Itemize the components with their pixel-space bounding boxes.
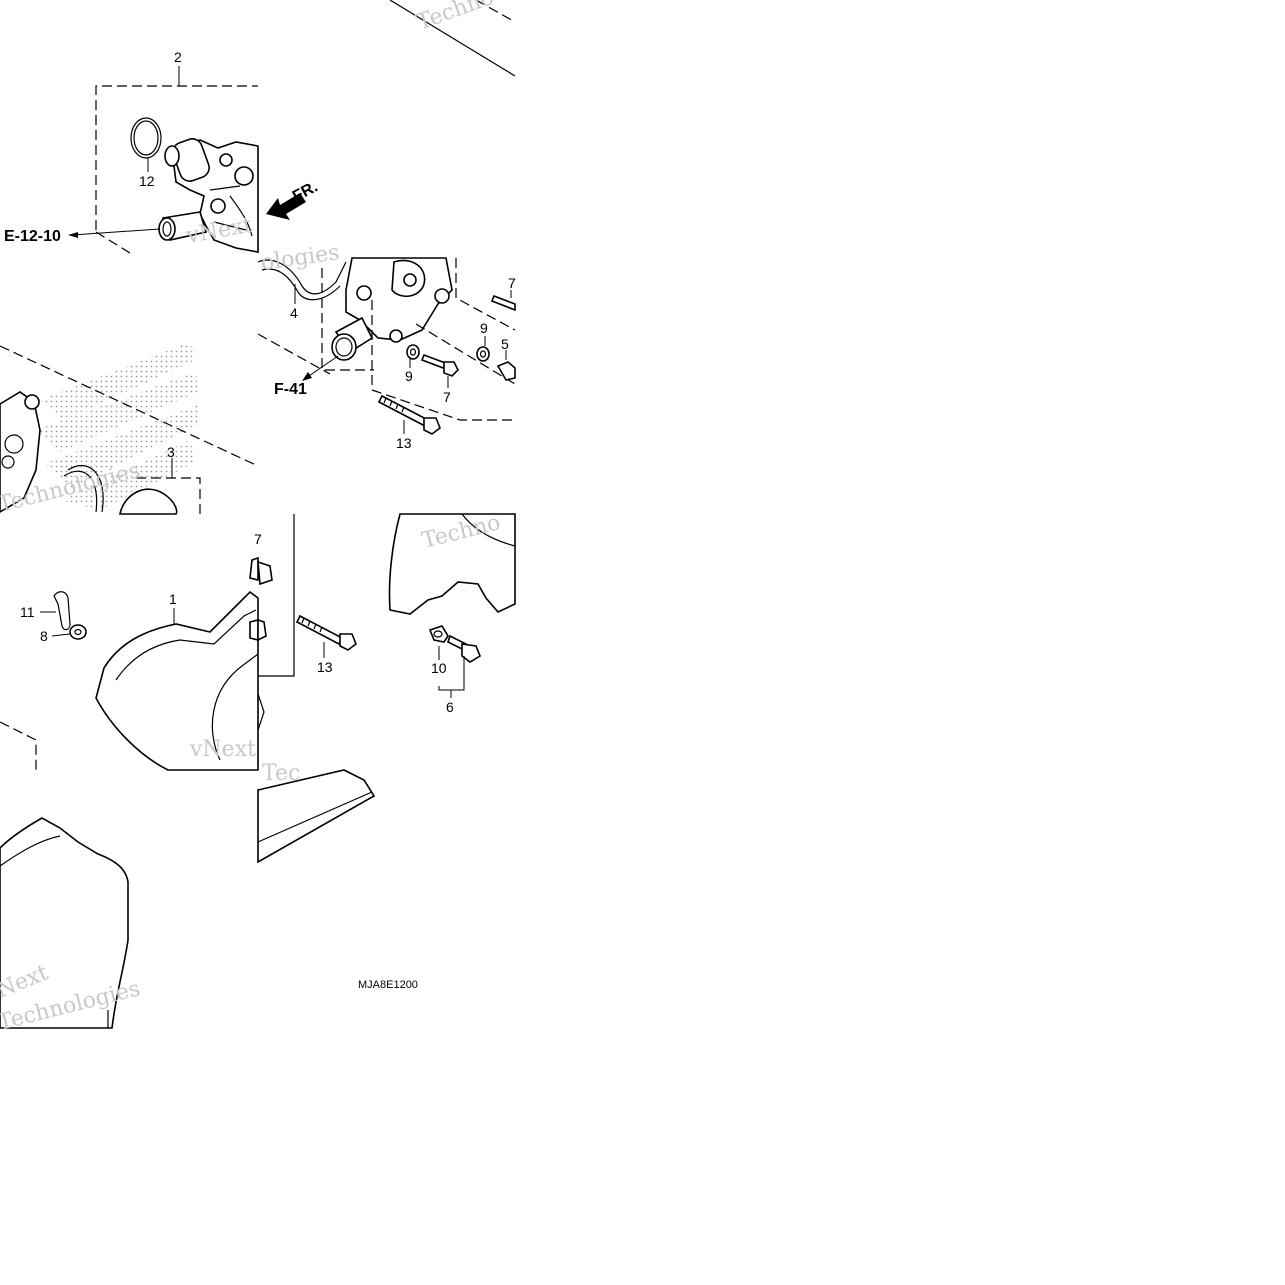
watermark-text-2: Techno: [414, 0, 498, 36]
callout-7c: 7: [254, 531, 262, 547]
tile-lower-cover-edge: Tec: [257, 761, 376, 864]
callout-10: 10: [431, 660, 447, 676]
callout-1: 1: [169, 591, 177, 607]
diagram-code: MJA8E1200: [358, 979, 418, 991]
thermostat-housing-3: [119, 488, 178, 515]
callout-3: 3: [167, 444, 175, 460]
engine-cover-1: [95, 590, 259, 771]
callout-13b: 13: [317, 659, 333, 675]
callout-12: 12: [139, 173, 155, 189]
washer-9b: [476, 346, 490, 362]
long-bolt-13: [377, 394, 441, 435]
washer-8: [69, 624, 87, 640]
water-pump-front: [0, 391, 41, 513]
tile-side-cover: Next Technologies: [0, 817, 143, 1036]
cover-fragment: [388, 513, 516, 615]
tile-water-pump-assembly: 2 12 E-12-10 FR. vNext: [4, 49, 321, 254]
bolt-7-top: [490, 294, 516, 312]
collar-bolt: [447, 634, 481, 663]
callout-7b: 7: [443, 389, 451, 405]
callout-5: 5: [501, 336, 509, 352]
bolt-5: [496, 361, 516, 381]
callout-7a: 7: [508, 275, 516, 291]
callout-9b: 9: [405, 368, 413, 384]
bolt-7-cover: [249, 556, 259, 582]
callout-2: 2: [174, 49, 182, 65]
bolt-13: [295, 614, 357, 651]
callout-13a: 13: [396, 435, 412, 451]
water-pump-body: [158, 138, 259, 253]
reference-e-12-10: E-12-10: [4, 228, 61, 245]
callout-11: 11: [20, 604, 35, 620]
tile-cover-bolts: 13 10 6 Techno: [257, 510, 516, 731]
washer-9a: [406, 344, 420, 360]
gasket-4: [257, 259, 347, 295]
tile-top-right-edge: Techno: [389, 0, 516, 77]
o-ring-12: [130, 117, 162, 159]
side-cover: [0, 817, 129, 1029]
collar-10: [428, 625, 449, 643]
watermark-text-5: vNext: [189, 737, 256, 762]
callout-9a: 9: [480, 320, 488, 336]
o-ring-front: [67, 464, 104, 513]
front-direction-arrow: FR.: [266, 178, 321, 220]
watermark-text-9: Tec: [262, 761, 300, 786]
bolt-7: [420, 353, 459, 377]
callout-6: 6: [446, 699, 454, 715]
reference-f-41: F-41: [274, 381, 307, 398]
tile-engine-cover: 11 8 1 7 vNext: [0, 531, 262, 771]
callout-4: 4: [290, 305, 298, 321]
clip-11: [53, 591, 71, 631]
tile-pump-cover-bolts: 4 F-41 9 9: [257, 240, 516, 451]
watermark-text-3: ologies: [259, 240, 341, 276]
tile-wing-logo: 3 Technologies: [0, 342, 259, 518]
pump-cover: [331, 257, 453, 361]
wing-logo-stipple: [40, 342, 196, 420]
callout-8: 8: [40, 628, 48, 644]
